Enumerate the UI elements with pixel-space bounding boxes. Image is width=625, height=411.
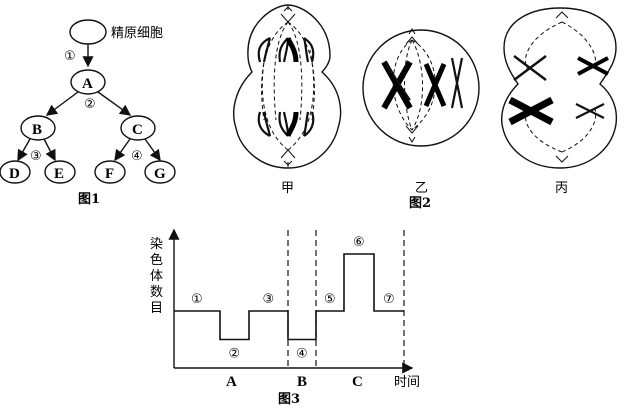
- step-3-marker: ③: [30, 149, 42, 164]
- cell-e-label: E: [54, 166, 64, 182]
- cell-yi-label: 乙: [415, 181, 428, 196]
- chromosome-count-line: [174, 253, 404, 341]
- cell-bing-anaphase-i: [501, 7, 618, 169]
- spermatogonium-cell: [69, 19, 107, 45]
- spermatogonium-label: 精原细胞: [111, 26, 163, 41]
- y-axis-label-3: 体: [150, 269, 163, 284]
- figure-1-caption: 图1: [78, 192, 100, 207]
- y-axis-label-1: 染: [150, 237, 163, 252]
- segment-marker-1: ①: [191, 292, 203, 307]
- step-4-marker: ④: [131, 149, 143, 164]
- cell-bing-label: 丙: [555, 181, 568, 196]
- segment-marker-3: ③: [263, 292, 275, 307]
- cell-c: [120, 115, 156, 141]
- figure-3-chart: ① ② ③ ④ ⑤ ⑥ ⑦: [168, 228, 414, 374]
- cell-jia-label: 甲: [281, 181, 294, 196]
- x-axis-label: 时间: [394, 375, 420, 390]
- segment-marker-2: ②: [229, 347, 241, 362]
- y-axis-label-2: 色: [150, 252, 163, 268]
- arrow-b-to-d: [17, 138, 31, 162]
- segment-marker-7: ⑦: [383, 292, 395, 307]
- arrow-c-to-g: [144, 138, 161, 162]
- cell-g: [144, 160, 176, 184]
- phase-b-label: B: [297, 374, 307, 390]
- cell-c-label: C: [132, 122, 143, 138]
- cell-d-label: D: [9, 166, 20, 182]
- cell-b: [20, 115, 56, 141]
- cell-d: [0, 160, 31, 184]
- arrow-a-to-b: [45, 91, 79, 116]
- cell-a: [70, 69, 106, 95]
- arrow-b-to-e: [43, 138, 56, 162]
- arrow-c-to-f: [114, 138, 131, 162]
- figure-3-caption: 图3: [278, 392, 300, 407]
- step-2-marker: ②: [84, 97, 96, 112]
- figure-2-caption: 图2: [409, 196, 431, 211]
- segment-marker-5: ⑤: [324, 292, 336, 307]
- phase-a-label: A: [226, 374, 237, 390]
- cell-b-label: B: [32, 122, 42, 138]
- cell-yi-metaphase: [362, 28, 480, 147]
- cell-g-label: G: [154, 166, 166, 182]
- y-axis-label-4: 数: [150, 285, 163, 300]
- step-1-marker: ①: [64, 49, 76, 64]
- cell-a-label: A: [82, 76, 93, 92]
- segment-marker-4: ④: [296, 347, 308, 362]
- cell-e: [44, 160, 76, 184]
- cell-jia-anaphase: [233, 4, 342, 169]
- figure-1-lineage-tree: [0, 19, 176, 184]
- arrow-a-to-c: [97, 91, 132, 116]
- cell-f: [94, 160, 126, 184]
- cell-f-label: F: [105, 166, 114, 182]
- segment-marker-6: ⑥: [353, 235, 365, 250]
- y-axis-label-5: 目: [150, 301, 163, 316]
- phase-c-label: C: [352, 374, 363, 390]
